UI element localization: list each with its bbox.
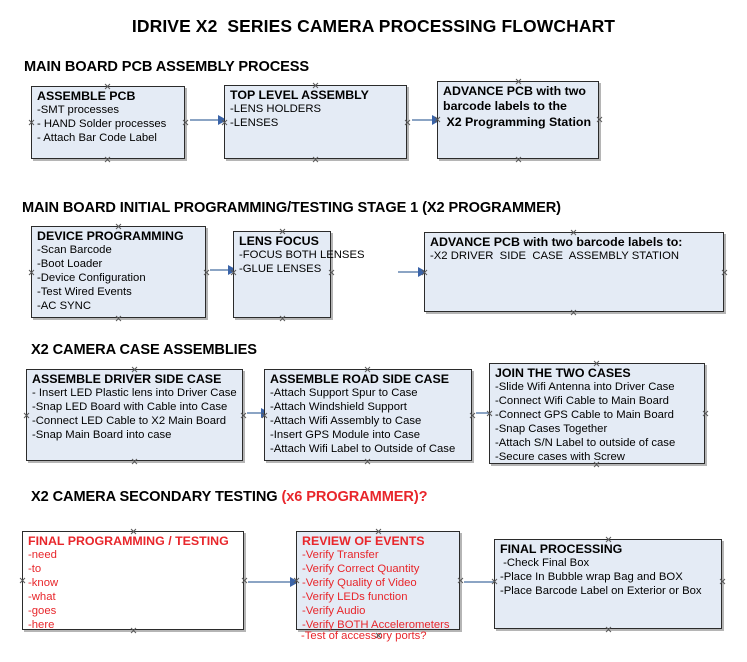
box-line: - HAND Solder processes [37, 118, 167, 131]
box-line: -Snap LED Board with Cable into Case [32, 401, 228, 414]
section-heading-4-main: X2 CAMERA SECONDARY TESTING [31, 489, 282, 505]
box-title: LENS FOCUS [239, 234, 319, 248]
box-line: -Insert GPS Module into Case [270, 429, 421, 442]
arrow-connector [190, 115, 227, 125]
box-line: -Verify Quality of Video [302, 577, 417, 590]
box-device-programming[interactable]: DEVICE PROGRAMMING -Scan Barcode -Boot L… [31, 226, 206, 318]
box-assemble-driver-side-case[interactable]: ASSEMBLE DRIVER SIDE CASE - Insert LED P… [26, 369, 243, 461]
box-line: -Place In Bubble wrap Bag and BOX [500, 571, 683, 584]
box-line: -Verify Correct Quantity [302, 563, 420, 576]
box-line: -Connect GPS Cable to Main Board [495, 409, 674, 422]
box-line: -need [28, 549, 57, 562]
box-line: -GLUE LENSES [239, 263, 322, 276]
box-line: -Verify BOTH Accelerometers [302, 619, 450, 632]
box-advance-pcb-driver-side[interactable]: ADVANCE PCB with two barcode labels to: … [424, 232, 724, 312]
box-title: ASSEMBLE ROAD SIDE CASE [270, 372, 449, 386]
box-line: -Device Configuration [37, 272, 146, 285]
box-line: -Attach Wifi Label to Outside of Case [270, 443, 456, 456]
box-line: -Boot Loader [37, 258, 103, 271]
arrow-connector [248, 577, 299, 587]
box-line: -Snap Cases Together [495, 423, 608, 436]
section-heading-1: MAIN BOARD PCB ASSEMBLY PROCESS [24, 59, 310, 75]
section-heading-2: MAIN BOARD INITIAL PROGRAMMING/TESTING S… [22, 200, 561, 216]
box-line: -Attach Wifi Assembly to Case [270, 415, 422, 428]
box-line: -Verify LEDs function [302, 591, 408, 604]
box-review-of-events[interactable]: REVIEW OF EVENTS -Verify Transfer -Verif… [296, 531, 460, 632]
box-line: - Insert LED Plastic lens into Driver Ca… [32, 387, 237, 400]
box-title: ASSEMBLE DRIVER SIDE CASE [32, 372, 222, 386]
box-line: -Place Barcode Label on Exterior or Box [500, 585, 702, 598]
box-line: -to [28, 563, 42, 576]
box-line: -Slide Wifi Antenna into Driver Case [495, 381, 675, 394]
box-assemble-road-side-case[interactable]: ASSEMBLE ROAD SIDE CASE -Attach Support … [264, 369, 472, 461]
box-line: -FOCUS BOTH LENSES [239, 249, 365, 262]
box-line: -LENSES [230, 117, 279, 130]
box-line: -know [28, 577, 59, 590]
box-title: FINAL PROGRAMMING / TESTING [28, 534, 229, 548]
box-line: -X2 DRIVER SIDE CASE ASSEMBLY STATION [430, 250, 680, 263]
box-line: -Test Wired Events [37, 286, 132, 299]
box-line: -here [28, 619, 55, 632]
box-lens-focus[interactable]: LENS FOCUS -FOCUS BOTH LENSES -GLUE LENS… [233, 231, 365, 318]
box-title: DEVICE PROGRAMMING [37, 229, 184, 243]
box-line: -AC SYNC [37, 300, 91, 313]
box-line: -Connect Wifi Cable to Main Board [495, 395, 669, 408]
box-title: JOIN THE TWO CASES [495, 366, 631, 380]
box-line: -Connect LED Cable to X2 Main Board [32, 415, 227, 428]
box-line: -goes [28, 605, 57, 618]
box-title: ADVANCE PCB with two [443, 84, 586, 98]
box-assemble-pcb[interactable]: ASSEMBLE PCB -SMT processes - HAND Solde… [31, 86, 185, 159]
section-heading-4: X2 CAMERA SECONDARY TESTING (x6 PROGRAMM… [31, 489, 428, 505]
box-title: ADVANCE PCB with two barcode labels to: [430, 235, 683, 249]
box-join-the-two-cases[interactable]: JOIN THE TWO CASES -Slide Wifi Antenna i… [489, 363, 705, 464]
box-line: -Verify Transfer [302, 549, 379, 562]
box-top-level-assembly[interactable]: TOP LEVEL ASSEMBLY -LENS HOLDERS -LENSES [224, 85, 407, 159]
box-line: -Attach S/N Label to outside of case [495, 437, 676, 450]
box-title: REVIEW OF EVENTS [302, 534, 425, 548]
box-line: X2 Programming Station [443, 114, 592, 129]
box-line: -Check Final Box [500, 557, 590, 570]
box-line: -Verify Audio [302, 605, 366, 618]
box-line: -Scan Barcode [37, 244, 112, 257]
arrow-connector [398, 267, 427, 277]
box-line: -Attach Windshield Support [270, 401, 407, 414]
box-final-programming-testing[interactable]: FINAL PROGRAMMING / TESTING -need -to -k… [22, 531, 244, 632]
box-line: -Secure cases with Screw [495, 451, 625, 464]
arrow-connector [412, 115, 441, 125]
section-heading-3: X2 CAMERA CASE ASSEMBLIES [31, 342, 257, 358]
page-title: IDRIVE X2 SERIES CAMERA PROCESSING FLOWC… [131, 16, 616, 36]
box-line: -LENS HOLDERS [230, 103, 322, 116]
arrow-connector [210, 265, 237, 275]
box-overflow-line: -Test of accessory ports? [301, 630, 427, 642]
section-heading-4-accent: (x6 PROGRAMMER)? [281, 489, 428, 505]
box-line: - Attach Bar Code Label [37, 132, 157, 145]
box-final-processing[interactable]: FINAL PROCESSING -Check Final Box -Place… [494, 539, 722, 629]
box-line: -Attach Support Spur to Case [270, 387, 418, 400]
box-title: TOP LEVEL ASSEMBLY [230, 88, 369, 102]
box-line: -SMT processes [37, 104, 120, 117]
box-line: -what [28, 591, 56, 604]
box-line: barcode labels to the [443, 99, 567, 114]
box-title: FINAL PROCESSING [500, 542, 623, 556]
box-line: -Snap Main Board into case [32, 429, 172, 442]
box-advance-pcb-station[interactable]: ADVANCE PCB with two barcode labels to t… [437, 81, 599, 159]
box-title: ASSEMBLE PCB [37, 89, 136, 103]
